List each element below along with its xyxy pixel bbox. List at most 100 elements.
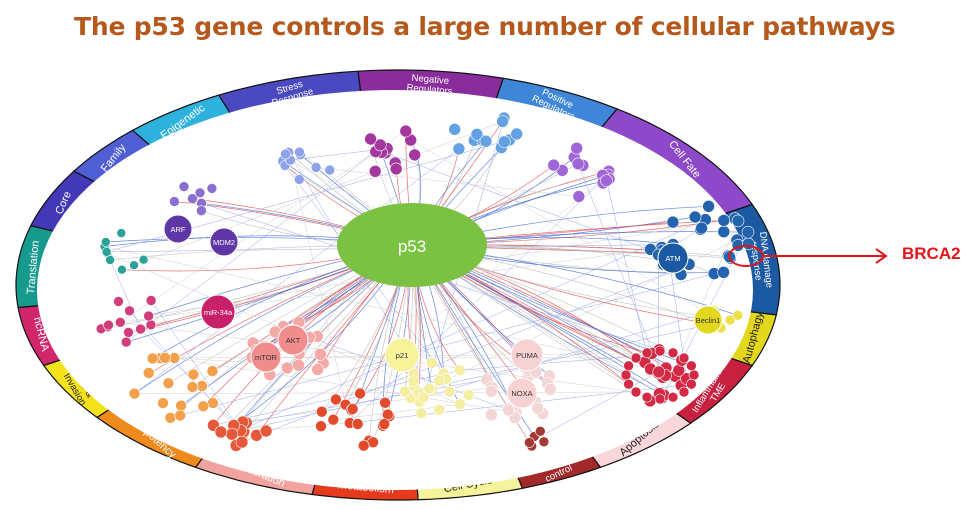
gene-node[interactable]: [732, 309, 744, 321]
gene-node[interactable]: [186, 381, 199, 393]
gene-node[interactable]: [117, 264, 127, 275]
gene-node[interactable]: [652, 365, 666, 379]
gene-node[interactable]: [570, 141, 584, 155]
gene-node[interactable]: [531, 401, 545, 415]
gene-node[interactable]: [654, 345, 666, 357]
gene-node[interactable]: [314, 347, 327, 361]
hub-puma-node[interactable]: [510, 338, 544, 372]
gene-node[interactable]: [389, 162, 403, 176]
gene-node[interactable]: [315, 420, 327, 433]
gene-node[interactable]: [702, 200, 715, 213]
gene-node[interactable]: [417, 391, 430, 404]
hub-mtor-node[interactable]: [250, 341, 282, 373]
gene-node[interactable]: [571, 157, 585, 171]
hub-atm-node[interactable]: [657, 242, 689, 274]
hub-mir-34a-node[interactable]: [200, 294, 236, 330]
gene-node[interactable]: [378, 418, 391, 430]
gene-node[interactable]: [678, 352, 690, 364]
gene-node[interactable]: [187, 368, 200, 381]
gene-node[interactable]: [159, 351, 171, 364]
gene-node[interactable]: [572, 190, 586, 203]
gene-node[interactable]: [357, 439, 370, 452]
gene-node[interactable]: [162, 377, 175, 390]
gene-node[interactable]: [292, 358, 305, 372]
gene-node[interactable]: [103, 319, 114, 331]
gene-node[interactable]: [105, 255, 115, 265]
gene-node[interactable]: [123, 327, 134, 338]
gene-node[interactable]: [623, 378, 634, 390]
gene-node[interactable]: [115, 316, 126, 328]
gene-node[interactable]: [415, 407, 428, 420]
gene-node[interactable]: [206, 183, 218, 194]
gene-node[interactable]: [354, 387, 366, 400]
gene-node[interactable]: [187, 193, 198, 204]
gene-node[interactable]: [688, 369, 700, 381]
gene-node[interactable]: [538, 436, 550, 448]
gene-node[interactable]: [294, 146, 305, 158]
hub-noxa-node[interactable]: [506, 377, 538, 409]
gene-node[interactable]: [174, 409, 186, 422]
gene-node[interactable]: [623, 360, 634, 372]
gene-node[interactable]: [116, 228, 127, 238]
gene-node[interactable]: [496, 115, 509, 128]
gene-node[interactable]: [686, 378, 697, 390]
gene-node[interactable]: [667, 347, 679, 359]
gene-node[interactable]: [454, 398, 466, 411]
gene-node[interactable]: [630, 352, 642, 364]
gene-node[interactable]: [742, 237, 755, 251]
gene-node[interactable]: [547, 158, 561, 172]
gene-node[interactable]: [157, 397, 169, 409]
hub-beclin1-node[interactable]: [693, 305, 723, 335]
gene-node[interactable]: [600, 174, 613, 187]
gene-node[interactable]: [717, 214, 731, 227]
gene-node[interactable]: [641, 347, 653, 359]
gene-node[interactable]: [143, 310, 154, 322]
gene-node[interactable]: [731, 214, 745, 228]
gene-node[interactable]: [175, 399, 187, 412]
gene-node[interactable]: [678, 386, 690, 398]
gene-node[interactable]: [741, 225, 755, 239]
gene-node[interactable]: [311, 363, 324, 376]
gene-node[interactable]: [113, 296, 124, 307]
gene-node[interactable]: [196, 205, 207, 216]
gene-node[interactable]: [484, 408, 498, 422]
gene-node[interactable]: [443, 385, 456, 398]
gene-node[interactable]: [724, 314, 736, 326]
gene-node[interactable]: [164, 411, 177, 424]
gene-node[interactable]: [327, 413, 340, 426]
gene-node[interactable]: [620, 369, 632, 381]
gene-node[interactable]: [124, 305, 135, 317]
gene-node[interactable]: [368, 165, 382, 178]
gene-node[interactable]: [534, 425, 546, 437]
gene-node[interactable]: [146, 352, 159, 365]
gene-node[interactable]: [630, 386, 642, 398]
gene-node[interactable]: [408, 148, 422, 162]
gene-node[interactable]: [497, 135, 511, 149]
gene-node[interactable]: [379, 396, 391, 409]
gene-node[interactable]: [485, 384, 498, 398]
gene-node[interactable]: [145, 319, 157, 331]
gene-node[interactable]: [194, 187, 206, 199]
hub-mdm2-node[interactable]: [209, 227, 239, 257]
gene-node[interactable]: [135, 323, 146, 335]
gene-node[interactable]: [717, 265, 730, 279]
gene-node[interactable]: [425, 357, 438, 369]
gene-node[interactable]: [667, 391, 679, 403]
gene-node[interactable]: [399, 124, 413, 138]
gene-node[interactable]: [407, 375, 420, 388]
gene-node[interactable]: [510, 127, 524, 141]
gene-node[interactable]: [454, 364, 466, 377]
gene-node[interactable]: [310, 162, 322, 173]
gene-node[interactable]: [688, 210, 702, 224]
gene-node[interactable]: [293, 174, 305, 185]
gene-node[interactable]: [259, 424, 273, 438]
gene-node[interactable]: [280, 148, 291, 160]
gene-node[interactable]: [373, 138, 387, 152]
gene-node[interactable]: [225, 427, 239, 441]
gene-node[interactable]: [128, 387, 141, 400]
gene-node[interactable]: [101, 247, 112, 257]
gene-node[interactable]: [214, 425, 228, 439]
gene-node[interactable]: [686, 360, 697, 372]
gene-node[interactable]: [502, 403, 515, 417]
gene-node[interactable]: [142, 367, 155, 379]
